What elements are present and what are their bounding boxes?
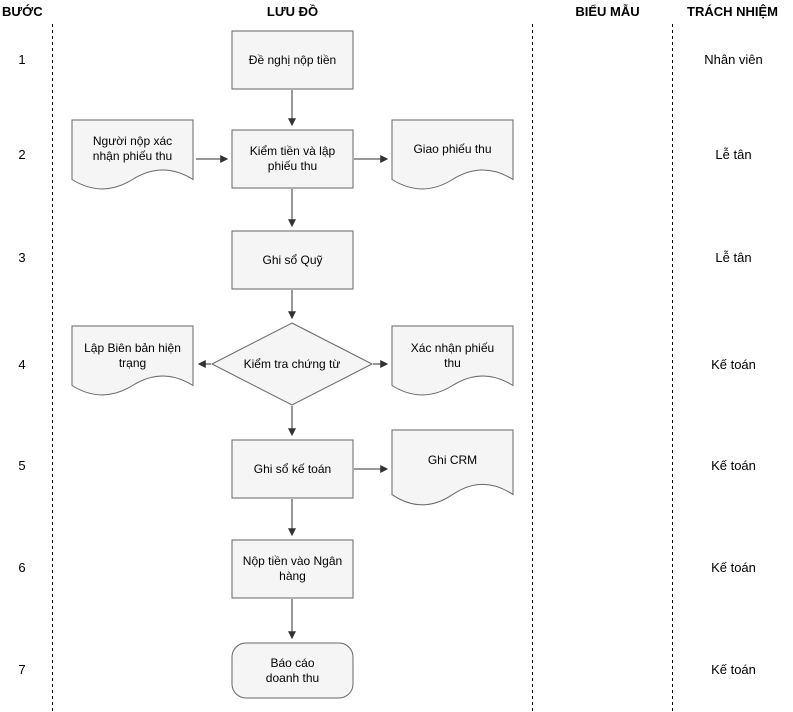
column-header-form: BIỂU MẪU [575, 4, 640, 19]
node-label-step2-doc-right: Giao phiếu thu [413, 141, 492, 156]
step-number-5: 5 [18, 458, 26, 473]
node-label-step6-process: Nộp tiền vào Ngân hàng [242, 554, 343, 583]
step-number-6: 6 [18, 560, 26, 575]
column-header-responsibility: TRÁCH NHIỆM [687, 4, 778, 19]
responsibility-label-6: Kế toán [711, 560, 756, 575]
node-label-step3-process: Ghi sổ Quỹ [262, 252, 323, 267]
node-label-step2-doc-left: Người nộp xác nhận phiếu thu [92, 134, 173, 163]
step-number-2: 2 [18, 147, 26, 162]
node-label-step4-doc-left: Lập Biên bản hiện trạng [84, 341, 181, 370]
decision-diamond-step4 [210, 322, 374, 406]
document-shape-step4-right [391, 325, 514, 396]
process-box-step6 [231, 539, 354, 599]
terminator-shape-step7 [231, 642, 354, 699]
responsibility-label-1: Nhân viên [704, 52, 763, 67]
column-header-step: BƯỚC [2, 4, 43, 19]
step-number-7: 7 [18, 662, 26, 677]
node-label-step7-terminator: Báo cáo doanh thu [265, 655, 320, 685]
process-box-step2 [231, 129, 354, 189]
node-label-step1-process: Đề nghị nộp tiền [248, 52, 337, 67]
process-box-step3 [231, 230, 354, 290]
node-label-step2-process: Kiểm tiền và lập phiếu thu [249, 144, 336, 173]
document-shape-step4-left [71, 325, 194, 396]
responsibility-label-4: Kế toán [711, 357, 756, 372]
node-label-step5-doc-right: Ghi CRM [427, 452, 478, 467]
document-shape-step2-right [391, 119, 514, 190]
node-label-step4-doc-right: Xác nhận phiếu thu [410, 341, 495, 370]
responsibility-label-3: Lễ tân [715, 250, 752, 265]
responsibility-label-5: Kế toán [711, 458, 756, 473]
document-shape-step2-left [71, 119, 194, 190]
column-header-flow: LƯU ĐỒ [266, 4, 319, 19]
node-label-step5-process: Ghi sổ kế toán [253, 461, 332, 476]
step-number-4: 4 [18, 357, 26, 372]
process-box-step1 [231, 30, 354, 90]
responsibility-label-2: Lễ tân [715, 147, 752, 162]
node-label-step4-decision: Kiểm tra chứng từ [243, 356, 341, 371]
process-box-step5 [231, 439, 354, 499]
document-shape-step5-right [391, 429, 514, 506]
step-number-1: 1 [18, 52, 26, 67]
step-number-3: 3 [18, 250, 26, 265]
responsibility-label-7: Kế toán [711, 662, 756, 677]
